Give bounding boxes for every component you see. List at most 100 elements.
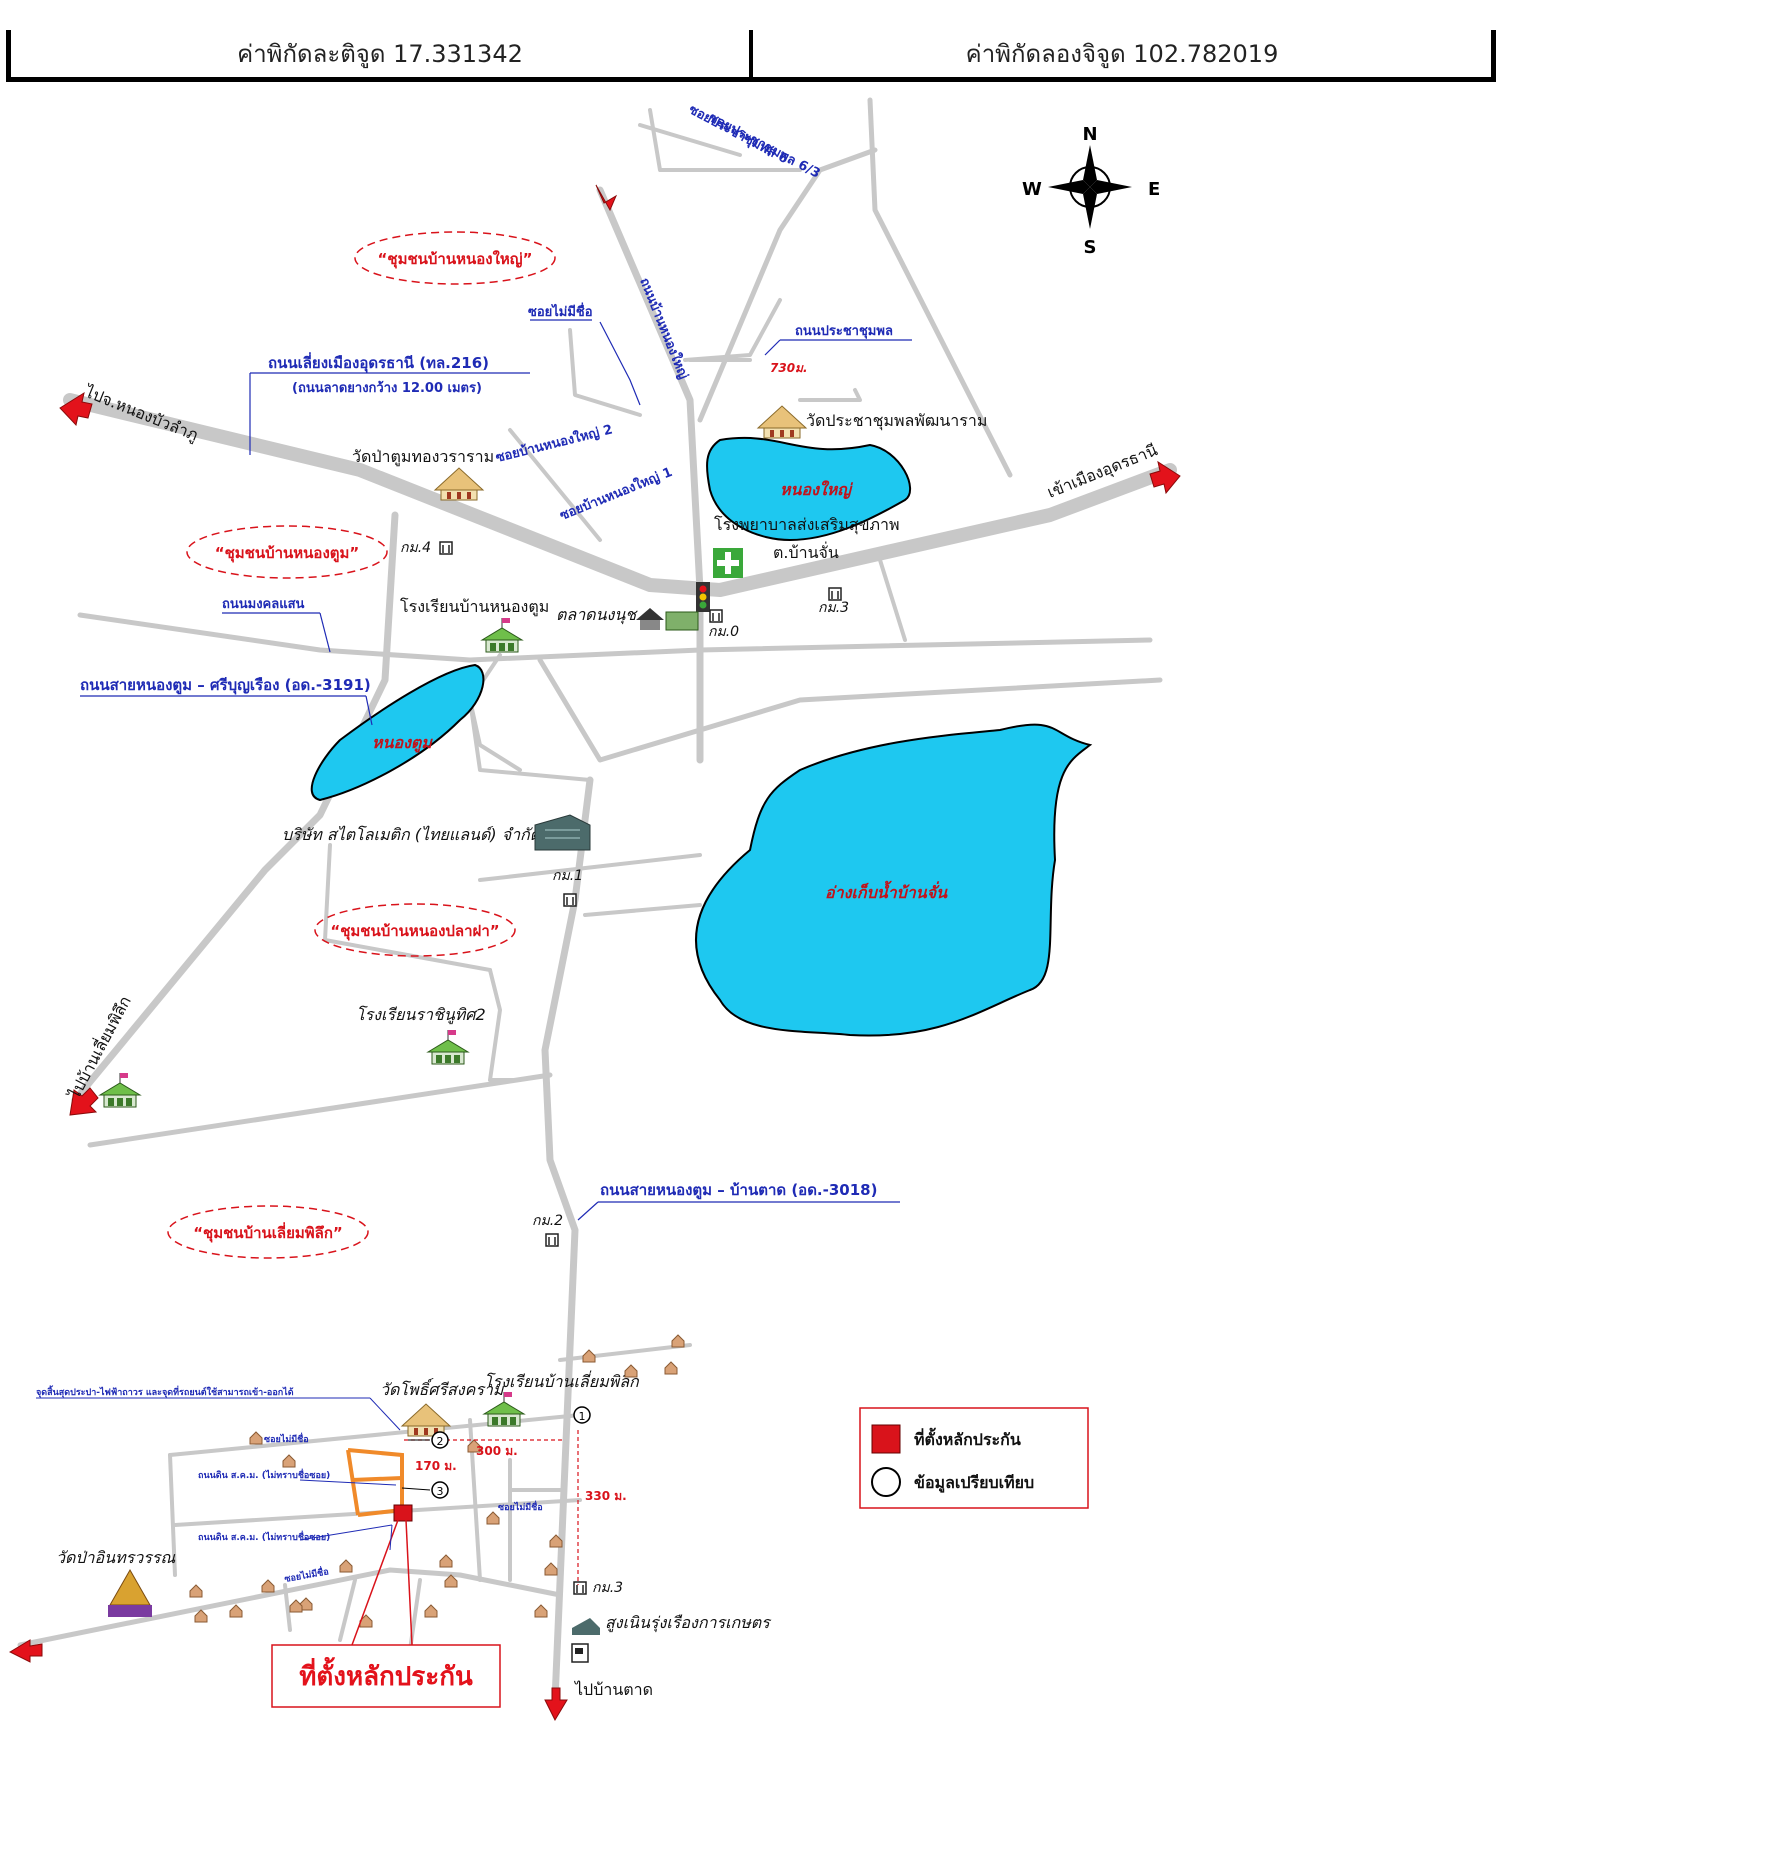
place-wat-pa-in: วัดป่าอินทรวรรณ bbox=[56, 1548, 175, 1567]
place-school-ratchinuthit: โรงเรียนราชินูทิศ2 bbox=[356, 1005, 486, 1025]
place-wat-pracha: วัดประชาชุมพลพัฒนาราม bbox=[806, 411, 987, 431]
lake-labels: หนองใหญ่ หนองตูม อ่างเก็บน้ำบ้านจั่น bbox=[372, 480, 948, 902]
km-post-icon bbox=[573, 1581, 587, 1595]
place-wat-pa-tum: วัดป่าตูมทองวราราม bbox=[352, 447, 494, 467]
arrow-far-west bbox=[8, 1639, 43, 1663]
km-post-icon bbox=[563, 893, 577, 907]
place-wat-pho: วัดโพธิ์ศรีสงคราม bbox=[380, 1378, 505, 1399]
label-bypass: ถนนเลี่ยงเมืองอุดรธานี (ทล.216) bbox=[268, 352, 489, 373]
arrow-north bbox=[595, 184, 618, 212]
community-nong-pla: “ชุมชนบ้านหนองปลาฝา” bbox=[330, 922, 499, 941]
school-icon bbox=[99, 1072, 141, 1108]
place-hospital-2: ต.บ้านจั่น bbox=[773, 541, 839, 562]
label-road-3191: ถนนสายหนองตูม – ศรีบุญเรือง (อด.-3191) bbox=[80, 676, 371, 695]
label-mongkhon: ถนนมงคลแสน bbox=[222, 597, 305, 612]
factory-icon bbox=[534, 814, 591, 851]
coordinate-bar: ค่าพิกัดละติจูด 17.331342 ค่าพิกัดลองจิจ… bbox=[6, 30, 1496, 82]
lake-nong-tum bbox=[310, 663, 485, 802]
km-post-icon bbox=[828, 587, 842, 601]
distance-170: 170 ม. bbox=[415, 1459, 457, 1473]
lakes bbox=[310, 436, 1093, 1037]
lane-label: ซอยไม่มีชื่อ bbox=[498, 1500, 543, 1513]
comparison-point: 3 bbox=[437, 1485, 444, 1498]
lake-nong-yai bbox=[706, 436, 911, 542]
dest-tat: ไปบ้านตาด bbox=[573, 1680, 653, 1699]
temple-icon bbox=[401, 1403, 451, 1437]
distance-callouts: 300 ม. 170 ม. 330 ม. bbox=[404, 1430, 627, 1585]
km-marker: กม.2 bbox=[532, 1213, 563, 1229]
collateral-callout-text: ที่ตั้งหลักประกัน bbox=[299, 1656, 473, 1692]
km-marker: กม.3 bbox=[818, 600, 849, 616]
label-bypass-sub: (ถนนลาดยางกว้าง 12.00 เมตร) bbox=[292, 380, 482, 396]
lane-label: ถนนดิน ส.ค.ม. (ไม่ทราบชื่อซอย) bbox=[198, 1530, 330, 1543]
km-post-icon bbox=[709, 609, 723, 623]
market-icon bbox=[636, 608, 699, 631]
school-icon bbox=[481, 617, 523, 653]
distance-300: 300 ม. bbox=[476, 1444, 518, 1458]
compass-e: E bbox=[1148, 179, 1160, 200]
label-soi-nong-yai-1: ซอยบ้านหนองใหญ่ 1 bbox=[557, 463, 675, 524]
label-soi-6: ซอยประชาชุมพล 6 bbox=[686, 102, 790, 167]
community-nong-yai: “ชุมชนบ้านหนองใหญ่” bbox=[378, 250, 533, 269]
arrow-south bbox=[544, 1687, 568, 1722]
shop-icon bbox=[572, 1618, 600, 1635]
road-network bbox=[17, 97, 1177, 1704]
compass-w: W bbox=[1022, 179, 1042, 200]
school-icon bbox=[427, 1029, 469, 1065]
km-marker: กม.0 bbox=[708, 624, 739, 640]
place-market: ตลาดนงนุช bbox=[556, 605, 638, 625]
km-marker: กม.1 bbox=[552, 868, 583, 884]
km-marker: กม.3 bbox=[592, 1580, 623, 1596]
lane-label: ซอยไม่มีชื่อ bbox=[264, 1432, 309, 1445]
distance-330: 330 ม. bbox=[585, 1489, 627, 1503]
lake-label-reservoir: อ่างเก็บน้ำบ้านจั่น bbox=[825, 880, 948, 902]
lake-label-nong-yai: หนองใหญ่ bbox=[780, 480, 854, 499]
community-nong-tum: “ชุมชนบ้านหนองตูม” bbox=[215, 544, 360, 563]
temple-icon bbox=[757, 405, 807, 439]
arrow-west bbox=[59, 391, 93, 427]
note-endpoint: จุดสิ้นสุดประปา-ไฟฟ้าถาวร และจุดที่รถยนต… bbox=[36, 1385, 294, 1398]
destination-arrows bbox=[8, 184, 1181, 1722]
km-post-icon bbox=[439, 541, 453, 555]
label-nong-yai-road: ถนนบ้านหนองใหญ่ bbox=[636, 275, 692, 381]
label-prachachumphon: ถนนประชาชุมพล bbox=[795, 324, 893, 339]
place-agri-shop: สูงเนินรุ่งเรืองการเกษตร bbox=[605, 1613, 772, 1633]
km-markers: กม.4 กม.0 กม.3 กม.1 กม.2 กม.3 bbox=[400, 540, 849, 1596]
compass-s: S bbox=[1084, 237, 1097, 258]
comparison-point: 2 bbox=[437, 1435, 444, 1448]
legend: ที่ตั้งหลักประกัน ข้อมูลเปรียบเทียบ bbox=[859, 1407, 1089, 1509]
legend-comparison: ข้อมูลเปรียบเทียบ bbox=[914, 1473, 1034, 1494]
nong-yai-road bbox=[596, 186, 704, 764]
place-company: บริษัท สไตโลเมติก (ไทยแลนด์) จำกัด bbox=[282, 825, 542, 844]
gas-station-icon bbox=[571, 1643, 589, 1663]
road-3018 bbox=[541, 776, 594, 1704]
km-post-icon bbox=[545, 1233, 559, 1247]
mongkhon-road bbox=[77, 612, 1153, 663]
longitude-label: ค่าพิกัดลองจิจูด 102.782019 bbox=[749, 30, 1491, 77]
temple-icon bbox=[434, 467, 484, 501]
compass-n: N bbox=[1082, 124, 1097, 145]
lake-label-nong-tum: หนองตูม bbox=[372, 733, 433, 753]
place-hospital: โรงพยาบาลส่งเสริมสุขภาพ bbox=[714, 515, 900, 535]
traffic-light-icon bbox=[696, 582, 710, 612]
hospital-icon bbox=[713, 548, 743, 578]
collateral-callout: ที่ตั้งหลักประกัน bbox=[271, 1644, 501, 1708]
comparison-points: 1 2 3 bbox=[401, 1406, 591, 1499]
km-marker: กม.4 bbox=[400, 540, 431, 556]
community-zones: “ชุมชนบ้านหนองใหญ่” “ชุมชนบ้านหนองตูม” “… bbox=[167, 231, 556, 1259]
lane-label: ถนนดิน ส.ค.ม. (ไม่ทราบชื่อซอย) bbox=[198, 1468, 330, 1481]
lake-reservoir bbox=[695, 723, 1093, 1037]
places: วัดประชาชุมพลพัฒนาราม วัดป่าตูมทองวราราม… bbox=[56, 405, 987, 1663]
bypass-road bbox=[63, 393, 1177, 597]
label-soi-nong-yai-2: ซอยบ้านหนองใหญ่ 2 bbox=[494, 420, 614, 465]
community-liam-phi: “ชุมชนบ้านเลี่ยมพิลึก” bbox=[193, 1222, 343, 1243]
arrow-southwest bbox=[69, 1087, 99, 1116]
label-road-3018: ถนนสายหนองตูม – บ้านตาด (อด.-3018) bbox=[600, 1181, 877, 1200]
compass-rose: N S E W bbox=[1022, 124, 1160, 258]
latitude-label: ค่าพิกัดละติจูด 17.331342 bbox=[237, 40, 523, 68]
place-school-liam: โรงเรียนบ้านเลี่ยมพิลึก bbox=[484, 1370, 640, 1391]
legend-collateral: ที่ตั้งหลักประกัน bbox=[914, 1427, 1021, 1449]
comparison-point: 1 bbox=[579, 1410, 586, 1423]
distance-730: 730ม. bbox=[770, 361, 808, 375]
